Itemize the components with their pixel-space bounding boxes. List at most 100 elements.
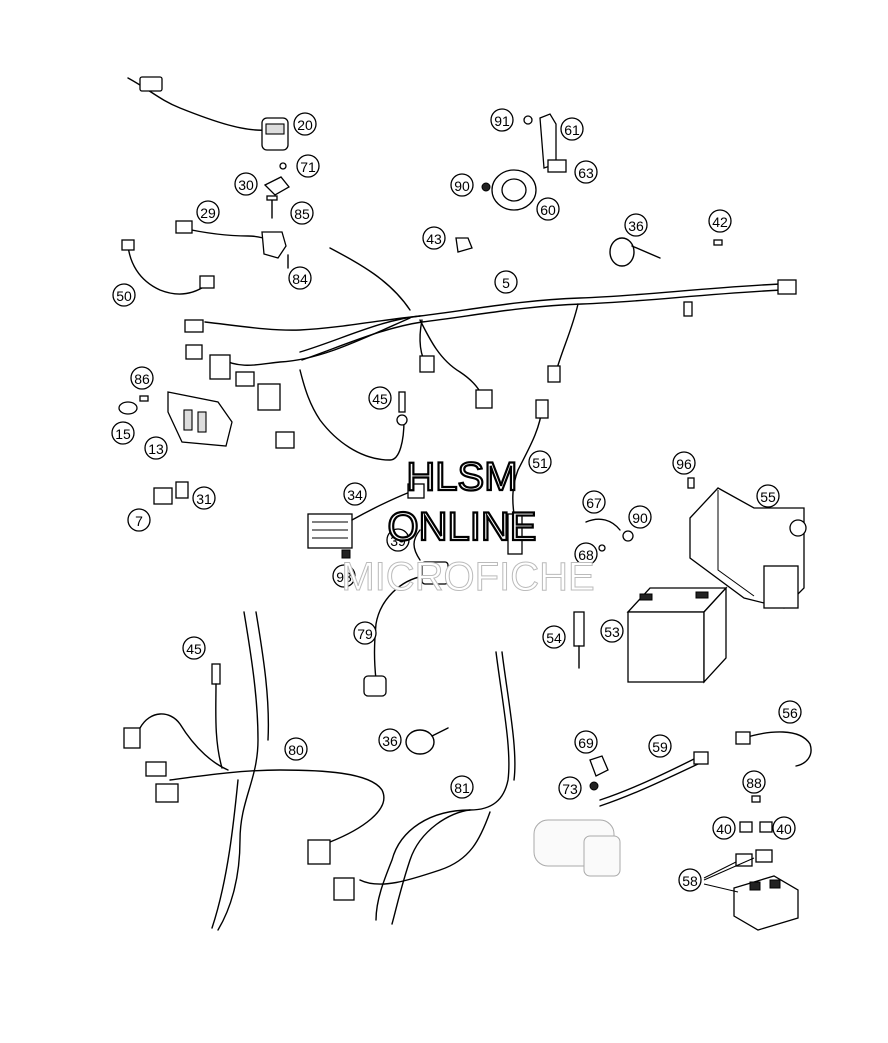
- callout-circle: [196, 200, 220, 224]
- callout-number: 43: [426, 231, 442, 247]
- callout-88: 88: [742, 770, 766, 794]
- callout-circle: [678, 868, 702, 892]
- ignition-coil-79-part: [363, 529, 449, 697]
- part-drawings: [118, 76, 812, 931]
- callout-40: 40: [712, 816, 736, 840]
- callout-number: 45: [186, 641, 202, 657]
- callout-number: 79: [357, 626, 373, 642]
- callout-90: 90: [450, 173, 474, 197]
- callout-circle: [536, 197, 560, 221]
- callout-circle: [284, 737, 308, 761]
- bulb-45-bottom-part: [211, 663, 221, 685]
- callout-5: 5: [494, 270, 518, 294]
- callout-93: 93: [332, 564, 356, 588]
- callout-circle: [494, 270, 518, 294]
- callout-circle: [672, 451, 696, 475]
- cable-tie-bottom-part: [405, 727, 449, 755]
- callout-56: 56: [778, 700, 802, 724]
- callout-circle: [574, 542, 598, 566]
- callout-29: 29: [196, 200, 220, 224]
- callout-circle: [386, 528, 410, 552]
- callout-number: 56: [782, 705, 798, 721]
- callout-number: 13: [148, 441, 164, 457]
- callout-circle: [368, 386, 392, 410]
- callout-67: 67: [582, 490, 606, 514]
- callout-circle: [111, 421, 135, 445]
- callout-7: 7: [127, 508, 151, 532]
- callout-circle: [528, 450, 552, 474]
- callout-number: 67: [586, 495, 602, 511]
- callout-circle: [127, 508, 151, 532]
- callout-51: 51: [528, 450, 552, 474]
- callout-circle: [712, 816, 736, 840]
- switch-29-part: [175, 220, 289, 269]
- bulb-45-top-part: [396, 391, 408, 426]
- callout-number: 90: [632, 510, 648, 526]
- sensor-51-part: [507, 399, 549, 555]
- callout-number: 68: [578, 547, 594, 563]
- callout-circle: [778, 700, 802, 724]
- battery-53-part: [626, 586, 728, 684]
- callout-number: 45: [372, 391, 388, 407]
- callout-45: 45: [368, 386, 392, 410]
- callout-number: 85: [294, 206, 310, 222]
- callout-85: 85: [290, 201, 314, 225]
- callout-36: 36: [624, 213, 648, 237]
- callout-30: 30: [234, 172, 258, 196]
- watermark: HLSM ONLINE MICROFICHE: [341, 454, 595, 600]
- cable-56-part: [735, 731, 812, 767]
- rubber-40-parts: [739, 821, 773, 833]
- starter-cable-59-part: [599, 751, 709, 807]
- callout-circle: [293, 112, 317, 136]
- callout-number: 73: [562, 781, 578, 797]
- callout-number: 61: [564, 122, 580, 138]
- watermark-line-2: ONLINE: [388, 505, 537, 549]
- callout-number: 34: [347, 487, 363, 503]
- callout-number: 91: [494, 113, 510, 129]
- callout-number: 15: [115, 426, 131, 442]
- callout-number: 51: [532, 455, 548, 471]
- callout-number: 40: [716, 821, 732, 837]
- callout-circle: [144, 436, 168, 460]
- callout-circle: [756, 484, 780, 508]
- callout-43: 43: [422, 226, 446, 250]
- callout-79: 79: [353, 621, 377, 645]
- callout-90: 90: [628, 505, 652, 529]
- callout-number: 53: [604, 624, 620, 640]
- callout-circle: [450, 173, 474, 197]
- relay-7-part: [153, 481, 189, 505]
- callout-number: 31: [196, 491, 212, 507]
- callout-circle: [574, 160, 598, 184]
- cable-tie-top-part: [609, 237, 661, 267]
- callout-circle: [192, 486, 216, 510]
- callout-84: 84: [288, 266, 312, 290]
- callout-circle: [290, 201, 314, 225]
- starter-relay-58-part: [733, 849, 799, 931]
- callout-number: 63: [578, 165, 594, 181]
- fuse-54-part: [573, 611, 585, 669]
- callout-circle: [332, 564, 356, 588]
- callout-number: 36: [628, 218, 644, 234]
- callout-circle: [582, 490, 606, 514]
- horn-part: [481, 169, 537, 211]
- callout-number: 39: [390, 533, 406, 549]
- callout-circle: [296, 154, 320, 178]
- callout-91: 91: [490, 108, 514, 132]
- nut-42-part: [713, 239, 723, 246]
- lighting-harness-80-part: [123, 611, 385, 931]
- callout-number: 90: [454, 178, 470, 194]
- callout-circle: [772, 816, 796, 840]
- callout-circle: [490, 108, 514, 132]
- callout-circle: [574, 730, 598, 754]
- callout-36: 36: [378, 728, 402, 752]
- callout-circle: [742, 770, 766, 794]
- callout-31: 31: [192, 486, 216, 510]
- callout-number: 20: [297, 117, 313, 133]
- callout-number: 55: [760, 489, 776, 505]
- callout-20: 20: [293, 112, 317, 136]
- callout-number: 7: [135, 513, 143, 529]
- callout-53: 53: [600, 619, 624, 643]
- callout-96: 96: [672, 451, 696, 475]
- callout-73: 73: [558, 776, 582, 800]
